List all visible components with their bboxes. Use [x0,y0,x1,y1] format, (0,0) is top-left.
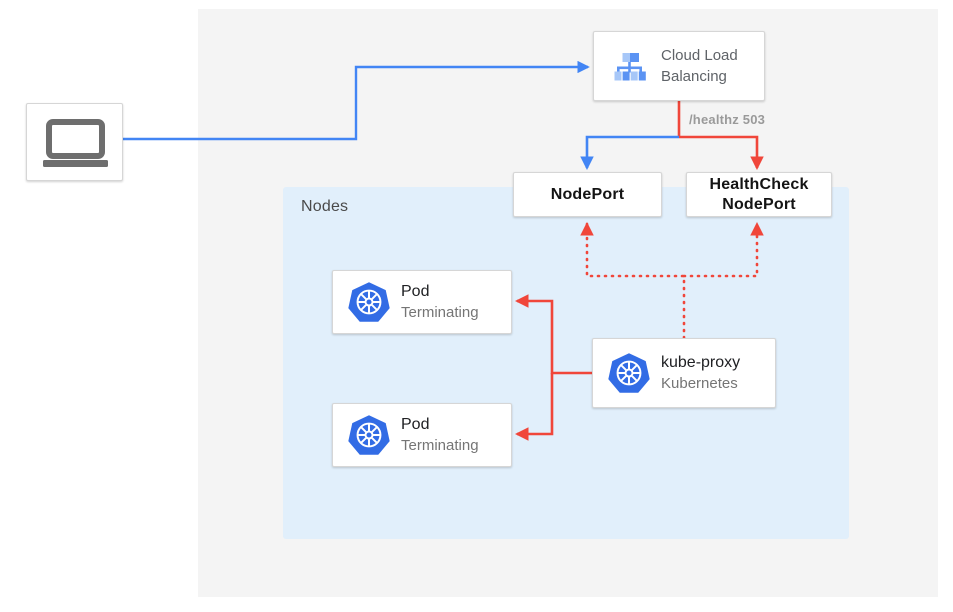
pod-bottom-title: Pod [401,416,430,433]
pod-top-status: Terminating [401,304,479,321]
kubernetes-icon [608,353,650,393]
cloud-load-balancing-label: Cloud Load Balancing [661,45,738,87]
edge-clb-to-nodeport [580,135,679,171]
pod-bottom-status: Terminating [401,437,479,454]
edge-client-to-clb [123,60,590,141]
cloud-load-balancing-icon [609,46,649,86]
edge-kubeproxy-to-nodeport-dotted [580,221,686,340]
pod-bottom-text: Pod Terminating [401,414,479,456]
clb-subtitle: Balancing [661,68,727,85]
nodeport-node[interactable]: NodePort [513,172,662,217]
kubernetes-icon [348,282,390,322]
pod-node-bottom[interactable]: Pod Terminating [332,403,512,467]
edge-kubeproxy-to-pod-top [514,294,592,375]
laptop-icon [43,119,108,167]
nodes-region-label: Nodes [301,198,349,215]
edge-clb-to-healthcheck-nodeport [679,135,764,171]
kube-proxy-node[interactable]: kube-proxy Kubernetes [592,338,776,408]
cloud-load-balancing-node[interactable]: Cloud Load Balancing [593,31,765,101]
edge-kubeproxy-to-healthcheck-nodeport-dotted [682,221,764,278]
pod-top-title: Pod [401,283,430,300]
nodeport-label: NodePort [550,185,625,203]
kubernetes-icon [348,415,390,455]
clb-title: Cloud Load [661,47,738,64]
healthz-edge-label: /healthz 503 [689,112,766,127]
kube-proxy-subtitle: Kubernetes [661,375,738,392]
client-node[interactable] [26,103,123,181]
healthcheck-nodeport-line1: HealthCheck [709,175,809,193]
healthcheck-nodeport-label: HealthCheck NodePort [709,175,808,215]
pod-node-top[interactable]: Pod Terminating [332,270,512,334]
pod-top-text: Pod Terminating [401,281,479,323]
healthcheck-nodeport-line2: NodePort [722,195,796,213]
healthcheck-nodeport-node[interactable]: HealthCheck NodePort [686,172,832,217]
edge-kubeproxy-to-pod-bottom [514,373,554,441]
kube-proxy-title: kube-proxy [661,354,741,371]
kube-proxy-text: kube-proxy Kubernetes [661,352,740,394]
